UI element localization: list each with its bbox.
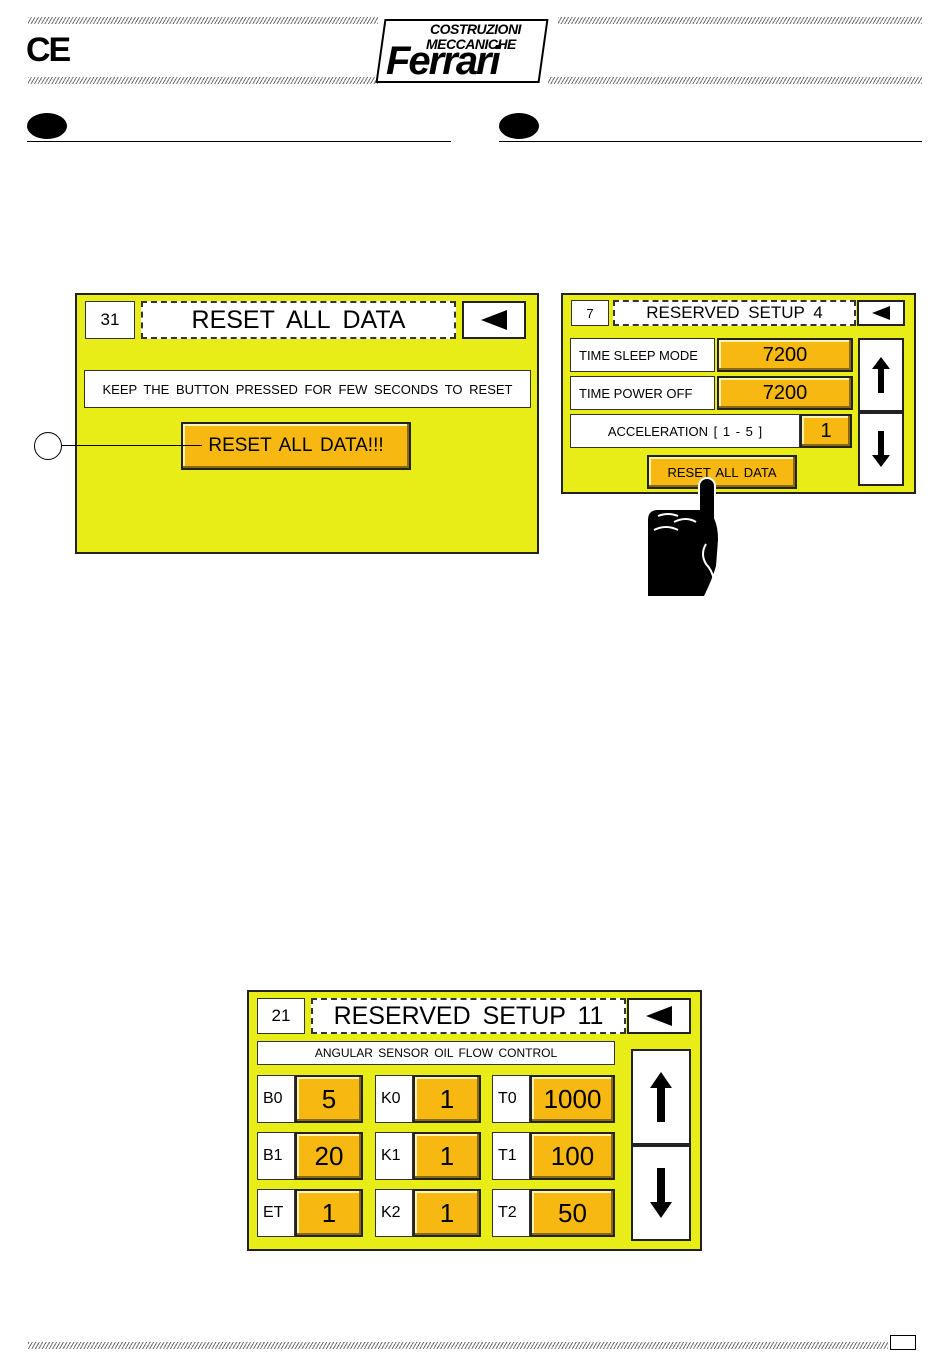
time-power-off-label: TIME POWER OFF [570, 376, 715, 410]
reset-all-data-button[interactable]: RESET ALL DATA!!! [181, 422, 411, 470]
screen-reset-all-data: 31 RESET ALL DATA KEEP THE BUTTON PRESSE… [75, 293, 539, 554]
time-sleep-mode-label: TIME SLEEP MODE [570, 338, 715, 372]
param-k2-label: K2 [375, 1189, 413, 1237]
acceleration-label: ACCELERATION [ 1 - 5 ] [570, 414, 800, 448]
scroll-down-button[interactable] [858, 412, 904, 486]
time-sleep-mode-value[interactable]: 7200 [717, 338, 853, 372]
screen-title: RESET ALL DATA [141, 301, 456, 339]
param-et-value[interactable]: 1 [295, 1189, 363, 1237]
param-b1-value[interactable]: 20 [295, 1132, 363, 1180]
param-t2-value[interactable]: 50 [530, 1189, 615, 1237]
scroll-up-button[interactable] [858, 338, 904, 412]
reset-all-data-button[interactable]: RESET ALL DATA [647, 455, 797, 489]
callout-leader [62, 445, 202, 446]
ferrari-logo: COSTRUZIONI MECCANICHE Ferrari [375, 17, 549, 85]
back-button[interactable] [627, 998, 691, 1034]
param-b0-label: B0 [257, 1075, 295, 1123]
section-subtitle: ANGULAR SENSOR OIL FLOW CONTROL [257, 1041, 615, 1065]
page-number-box: 21 [257, 998, 305, 1034]
instruction-text: KEEP THE BUTTON PRESSED FOR FEW SECONDS … [84, 370, 531, 408]
logo-line2: MECCANICHE [426, 36, 516, 52]
param-k0-value[interactable]: 1 [413, 1075, 481, 1123]
header-hatch-bottom-right [548, 77, 922, 84]
param-t0-label: T0 [492, 1075, 530, 1123]
param-t1-value[interactable]: 100 [530, 1132, 615, 1180]
scroll-down-button[interactable] [631, 1145, 691, 1241]
param-t1-label: T1 [492, 1132, 530, 1180]
arrow-down-icon [650, 1168, 672, 1218]
section-bullet-left [27, 113, 67, 139]
param-k0-label: K0 [375, 1075, 413, 1123]
header-hatch-top-left [28, 17, 378, 24]
arrow-up-icon [650, 1072, 672, 1122]
time-power-off-value[interactable]: 7200 [717, 376, 853, 410]
back-arrow-icon [872, 306, 890, 320]
param-t2-label: T2 [492, 1189, 530, 1237]
section-rule-left [27, 141, 451, 142]
param-t0-value[interactable]: 1000 [530, 1075, 615, 1123]
footer-hatch [28, 1342, 888, 1349]
ce-mark: CE [26, 31, 71, 69]
pointing-hand-icon [648, 477, 718, 596]
param-b1-label: B1 [257, 1132, 295, 1180]
screen-title: RESERVED SETUP 4 [613, 300, 856, 326]
page-number-footer-box [890, 1335, 916, 1350]
screen-reserved-setup-4: 7 RESERVED SETUP 4 TIME SLEEP MODE 7200 … [561, 293, 916, 494]
param-et-label: ET [257, 1189, 295, 1237]
page-number-box: 31 [85, 301, 135, 339]
param-k1-label: K1 [375, 1132, 413, 1180]
page-number-box: 7 [571, 300, 609, 326]
scroll-up-button[interactable] [631, 1049, 691, 1145]
back-button[interactable] [857, 300, 905, 326]
logo-brand: Ferrari [386, 39, 501, 83]
screen-reserved-setup-11: 21 RESERVED SETUP 11 ANGULAR SENSOR OIL … [247, 990, 702, 1251]
header-hatch-bottom-left [28, 77, 378, 84]
arrow-up-icon [872, 357, 890, 393]
param-b0-value[interactable]: 5 [295, 1075, 363, 1123]
logo-line1: COSTRUZIONI [430, 21, 521, 37]
back-arrow-icon [646, 1006, 672, 1026]
section-bullet-right [499, 113, 539, 139]
section-rule-right [499, 141, 922, 142]
header-hatch-top-right [558, 17, 922, 24]
acceleration-value[interactable]: 1 [800, 414, 852, 448]
arrow-down-icon [872, 431, 890, 467]
back-button[interactable] [462, 301, 526, 339]
screen-title: RESERVED SETUP 11 [311, 998, 626, 1034]
callout-circle [34, 432, 62, 460]
back-arrow-icon [481, 310, 507, 330]
param-k2-value[interactable]: 1 [413, 1189, 481, 1237]
param-k1-value[interactable]: 1 [413, 1132, 481, 1180]
